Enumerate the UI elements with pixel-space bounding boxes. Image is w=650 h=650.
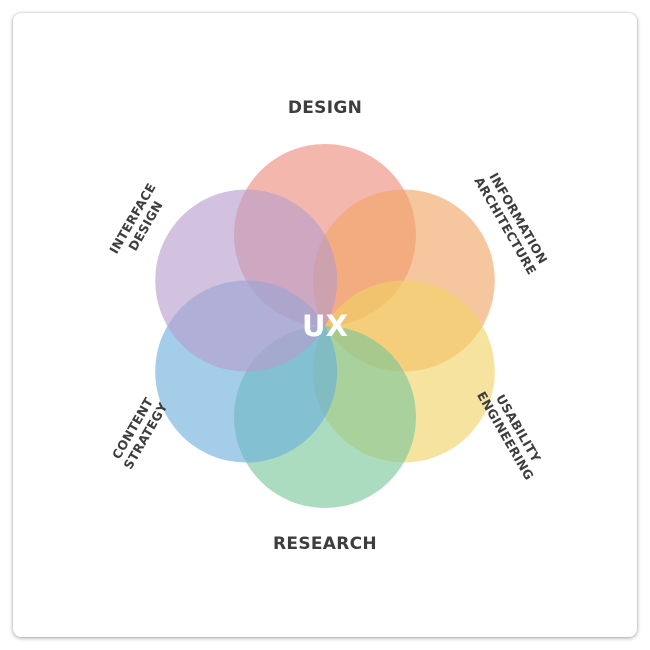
label-design: DESIGN	[288, 98, 362, 118]
circle-interface-design	[155, 189, 338, 372]
label-line: DESIGN	[288, 98, 362, 118]
venn-circles	[155, 144, 495, 508]
label-research: RESEARCH	[273, 534, 377, 554]
center-label-ux: UX	[302, 309, 348, 343]
label-line: RESEARCH	[273, 534, 377, 554]
